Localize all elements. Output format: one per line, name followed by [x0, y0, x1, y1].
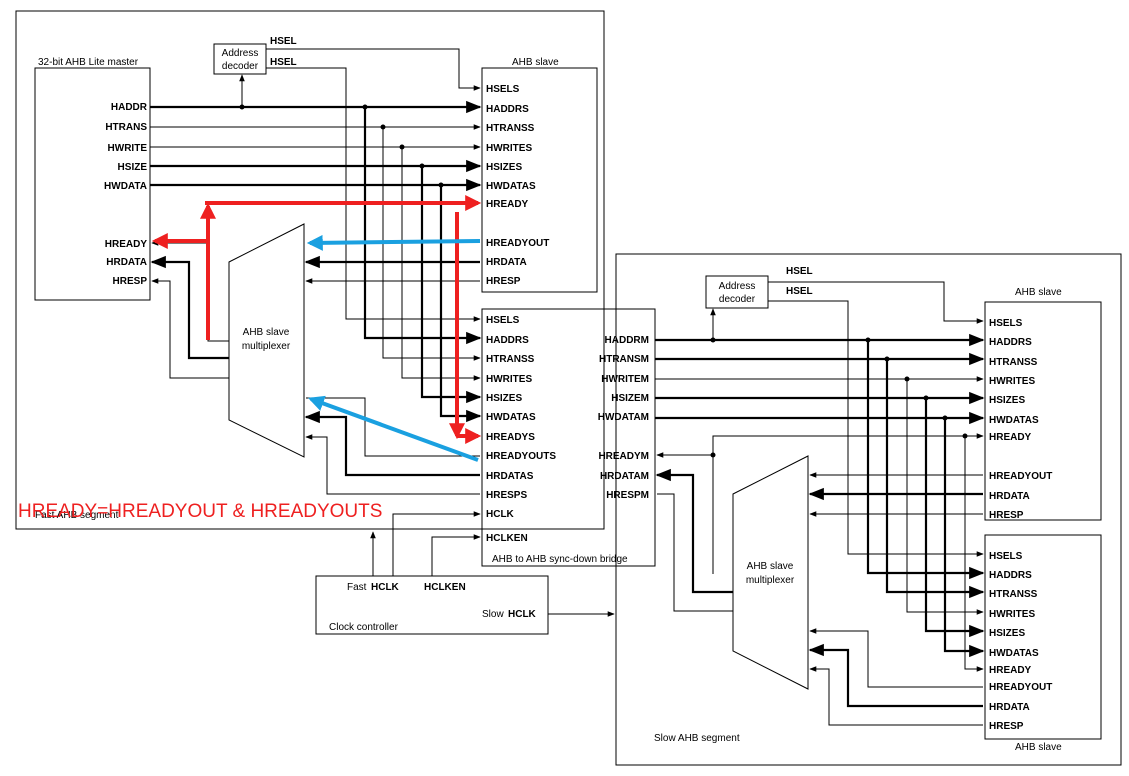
slow-segment-wires: [655, 281, 985, 726]
red-highlight-arrows: [151, 195, 482, 444]
ss2-hsizes: HSIZES: [989, 628, 1025, 639]
br-hwdatam: HWDATAM: [598, 412, 649, 423]
fast-slave-multiplexer: [228, 223, 305, 458]
ss2-hwrites: HWRITES: [989, 609, 1035, 620]
hclken-label: HCLKEN: [424, 582, 466, 593]
clock-controller-title: Clock controller: [329, 622, 399, 633]
fast-hclk-label: HCLK: [371, 582, 400, 593]
br-hwritem: HWRITEM: [601, 374, 649, 385]
hready-annotation: HREADY=HREADYOUT & HREADYOUTS: [18, 501, 382, 522]
slow-word: Slow: [482, 609, 504, 620]
br-hrespm: HRESPM: [606, 490, 649, 501]
sync-down-bridge-box: [481, 308, 656, 567]
slow-mux-label-1: AHB slave: [747, 561, 794, 572]
slow-decoder-label-2: decoder: [719, 294, 756, 305]
br-hsizem: HSIZEM: [611, 393, 649, 404]
fs-hresp: HRESP: [486, 276, 521, 287]
fast-ahb-slave-box: [481, 67, 598, 293]
master-signal-hrdata: HRDATA: [106, 257, 147, 268]
master-title: 32-bit AHB Lite master: [38, 57, 139, 68]
ss2-hsels: HSELS: [989, 551, 1023, 562]
master-signal-hsize: HSIZE: [118, 162, 148, 173]
slow-ahb-slave-1-box: [984, 301, 1102, 521]
br-htransm: HTRANSM: [599, 354, 649, 365]
fs-hreadyout: HREADYOUT: [486, 238, 549, 249]
br-hresps: HRESPS: [486, 490, 527, 501]
blue-highlight-arrows: [306, 234, 481, 462]
br-hreadym: HREADYM: [598, 451, 649, 462]
fs-htranss: HTRANSS: [486, 123, 535, 134]
fs-haddrs: HADDRS: [486, 104, 529, 115]
fast-slave-title: AHB slave: [512, 57, 559, 68]
fast-decoder-label-2: decoder: [222, 61, 259, 72]
slow-slave-2-title: AHB slave: [1015, 742, 1062, 753]
slow-decoder-label-1: Address: [719, 281, 756, 292]
fs-hrdata: HRDATA: [486, 257, 527, 268]
br-hclk: HCLK: [486, 509, 515, 520]
ss1-hresp: HRESP: [989, 510, 1024, 521]
ss1-htranss: HTRANSS: [989, 357, 1038, 368]
ss1-hsizes: HSIZES: [989, 395, 1025, 406]
ss1-hwdatas: HWDATAS: [989, 415, 1039, 426]
fs-hsels: HSELS: [486, 84, 520, 95]
br-hwrites: HWRITES: [486, 374, 532, 385]
br-hrdatas: HRDATAS: [486, 471, 534, 482]
ss1-hsels: HSELS: [989, 318, 1023, 329]
ss2-hrdata: HRDATA: [989, 702, 1030, 713]
master-signal-hwdata: HWDATA: [104, 181, 147, 192]
fast-hsel-label-1: HSEL: [270, 36, 297, 47]
br-haddrm: HADDRM: [605, 335, 649, 346]
fs-hready: HREADY: [486, 199, 529, 210]
br-hsizes: HSIZES: [486, 393, 522, 404]
master-signal-htrans: HTRANS: [105, 122, 147, 133]
br-hwdatas: HWDATAS: [486, 412, 536, 423]
master-signal-hready: HREADY: [105, 239, 148, 250]
master-signal-hwrite: HWRITE: [108, 143, 148, 154]
master-signal-hresp: HRESP: [113, 276, 148, 287]
fast-segment-wires: [150, 48, 615, 617]
ss1-hready: HREADY: [989, 432, 1032, 443]
ss1-hreadyout: HREADYOUT: [989, 471, 1052, 482]
slow-ahb-slave-2-box: [984, 534, 1102, 740]
slow-segment-frame: [615, 253, 1122, 766]
ss2-hready: HREADY: [989, 665, 1032, 676]
slow-slave-multiplexer: [732, 455, 809, 690]
ss2-hwdatas: HWDATAS: [989, 648, 1039, 659]
fast-word: Fast: [347, 582, 367, 593]
fs-hwdatas: HWDATAS: [486, 181, 536, 192]
slow-address-decoder: [705, 275, 769, 309]
ss2-haddrs: HADDRS: [989, 570, 1032, 581]
br-hrdatam: HRDATAM: [600, 471, 649, 482]
slow-segment-label: Slow AHB segment: [654, 733, 740, 744]
fast-hsel-label-2: HSEL: [270, 57, 297, 68]
slow-mux-label-2: multiplexer: [746, 575, 795, 586]
br-hreadys: HREADYS: [486, 432, 535, 443]
fs-hsizes: HSIZES: [486, 162, 522, 173]
br-haddrs: HADDRS: [486, 335, 529, 346]
ss1-hwrites: HWRITES: [989, 376, 1035, 387]
ss1-haddrs: HADDRS: [989, 337, 1032, 348]
br-htranss: HTRANSS: [486, 354, 535, 365]
ss2-hresp: HRESP: [989, 721, 1024, 732]
fs-hwrites: HWRITES: [486, 143, 532, 154]
br-hsels: HSELS: [486, 315, 520, 326]
slow-hsel-label-1: HSEL: [786, 266, 813, 277]
br-hclken: HCLKEN: [486, 533, 528, 544]
ss1-hrdata: HRDATA: [989, 491, 1030, 502]
fast-segment-frame: [15, 10, 605, 530]
slow-hclk-label: HCLK: [508, 609, 537, 620]
master-signal-haddr: HADDR: [111, 102, 148, 113]
slow-hsel-label-2: HSEL: [786, 286, 813, 297]
fast-decoder-label-1: Address: [222, 48, 259, 59]
ss2-htranss: HTRANSS: [989, 589, 1038, 600]
bridge-title: AHB to AHB sync-down bridge: [492, 554, 628, 565]
slow-slave-1-title: AHB slave: [1015, 287, 1062, 298]
fast-mux-label-2: multiplexer: [242, 341, 291, 352]
ss2-hreadyout: HREADYOUT: [989, 682, 1052, 693]
br-hreadyouts: HREADYOUTS: [486, 451, 556, 462]
fast-address-decoder: [213, 43, 267, 75]
fast-segment-label: Fast AHB segment: [35, 510, 119, 521]
fast-mux-label-1: AHB slave: [243, 327, 290, 338]
